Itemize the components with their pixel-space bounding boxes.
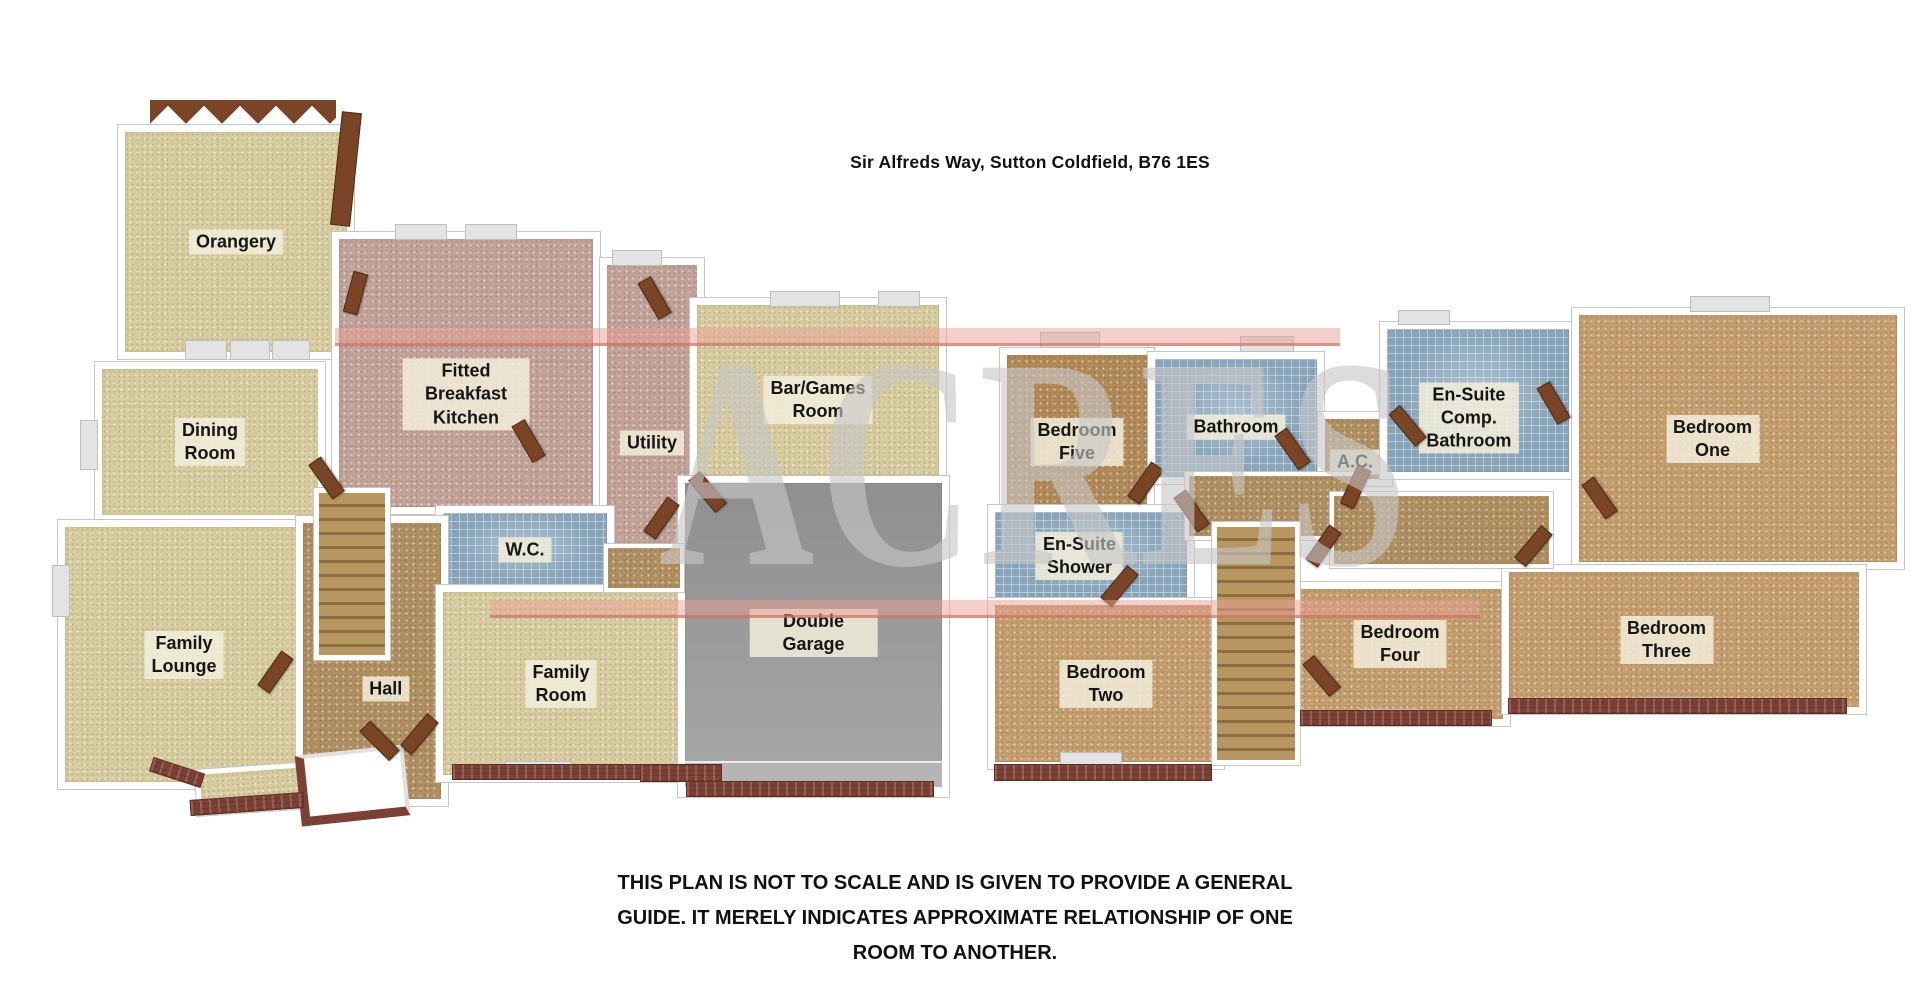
property-address-title: Sir Alfreds Way, Sutton Coldfield, B76 1…: [850, 152, 1210, 172]
room-label: Dining Room: [175, 417, 245, 467]
room-label: En-Suite Comp. Bathroom: [1418, 382, 1519, 454]
window: [230, 340, 270, 360]
window: [272, 340, 310, 360]
room-bathroom: Bathroom: [1147, 351, 1325, 485]
room-label: Fitted Breakfast Kitchen: [402, 358, 530, 430]
room-label: Bar/Games Room: [763, 376, 873, 425]
room-family-lounge: Family Lounge: [57, 519, 311, 790]
hall-landing-strip: [603, 543, 685, 593]
room-label: En-Suite Shower: [1035, 531, 1123, 580]
room-ensuite-shower: En-Suite Shower: [987, 504, 1195, 607]
room-orangery: Orangery: [117, 124, 355, 360]
staircase: [1211, 521, 1301, 766]
room-bedroom-three: Bedroom Three: [1501, 564, 1867, 715]
room-bedroom-five: Bedroom Five: [999, 347, 1155, 515]
disclaimer-text: THIS PLAN IS NOT TO SCALE AND IS GIVEN T…: [617, 872, 1293, 964]
window: [185, 340, 227, 360]
window: [395, 224, 447, 240]
watermark-stripe-top: [335, 328, 1340, 346]
room-label: Utility: [619, 430, 685, 456]
room-label: Bedroom One: [1666, 414, 1760, 463]
window-sill: [994, 764, 1212, 781]
window-sill: [640, 764, 722, 782]
room-label: Family Room: [525, 659, 597, 708]
window-sill: [452, 764, 664, 780]
room-label: Hall: [362, 676, 410, 702]
orangery-roof: [150, 100, 336, 130]
window: [1398, 310, 1450, 325]
window: [770, 291, 840, 307]
watermark-stripe-bottom: [490, 600, 1480, 618]
staircase: [313, 487, 391, 661]
window: [465, 224, 517, 240]
first-floor-landing: [1329, 491, 1554, 569]
room-ensuite-comp-bathroom: En-Suite Comp. Bathroom: [1379, 321, 1577, 480]
room-label: Orangery: [188, 229, 284, 255]
window: [80, 420, 98, 470]
room-bedroom-two: Bedroom Two: [987, 597, 1225, 770]
window-sill: [1300, 710, 1492, 726]
room-wc: W.C.: [435, 505, 615, 595]
window: [612, 250, 662, 266]
room-label: Bedroom Four: [1353, 619, 1447, 668]
room-bar-games-room: Bar/Games Room: [689, 297, 947, 483]
room-label: Family Lounge: [144, 630, 224, 679]
room-bedroom-one: Bedroom One: [1571, 307, 1905, 570]
room-label: Bedroom Three: [1619, 615, 1714, 664]
room-label: W.C.: [498, 537, 552, 563]
room-label: Bedroom Five: [1030, 417, 1124, 466]
room-label: Bathroom: [1186, 414, 1286, 440]
room-fitted-breakfast-kitchen: Fitted Breakfast Kitchen: [331, 231, 601, 515]
room-dining-room: Dining Room: [94, 361, 326, 523]
window: [52, 565, 70, 617]
room-label: Bedroom Two: [1059, 659, 1153, 708]
room-double-garage: Double Garage: [677, 475, 950, 798]
window: [1690, 296, 1770, 312]
orangery-roof: [150, 126, 336, 156]
window-sill: [1508, 698, 1847, 714]
window-sill: [686, 781, 934, 797]
window: [878, 291, 920, 307]
